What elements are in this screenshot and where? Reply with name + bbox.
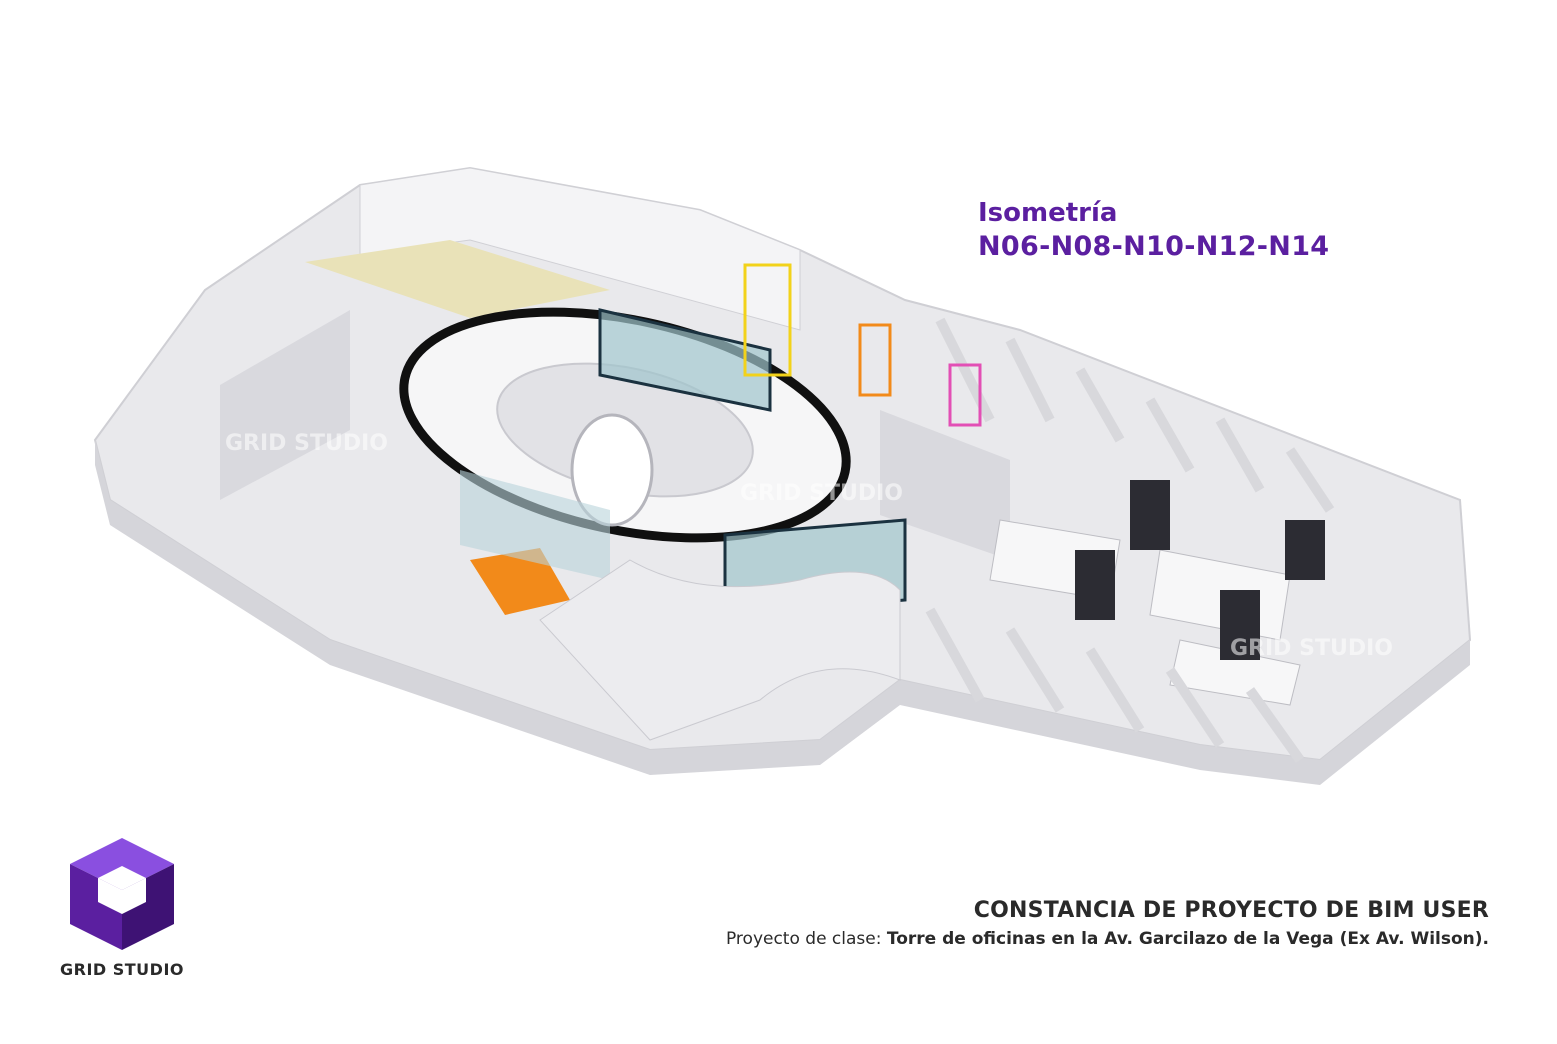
facade-fins <box>925 317 1335 763</box>
orange-shelf <box>858 323 892 397</box>
cube-logo-icon <box>58 834 186 954</box>
curved-wall <box>539 559 901 741</box>
footer-heading: CONSTANCIA DE PROYECTO DE BIM USER <box>973 898 1489 923</box>
pink-shelf <box>948 363 982 427</box>
slab-edge <box>95 440 1470 785</box>
project-name: Torre de oficinas en la Av. Garcilazo de… <box>886 929 1489 949</box>
brand-name: GRID STUDIO <box>59 960 185 979</box>
spiral-stair <box>570 413 654 527</box>
project-prefix: Proyecto de clase: <box>725 929 887 949</box>
footer-project-line: Proyecto de clase: Torre de oficinas en … <box>726 929 1489 949</box>
yellow-office-zone <box>305 240 610 318</box>
partition-walls <box>220 310 350 500</box>
partition-walls-2 <box>880 410 1010 560</box>
view-title-line1: Isometría <box>978 198 1118 228</box>
view-title-line2: N06-N08-N10-N12-N14 <box>978 231 1330 262</box>
watermark-1: GRID STUDIO <box>225 431 388 456</box>
glass-room-2 <box>460 470 610 580</box>
glass-room <box>598 308 772 412</box>
watermark-3: GRID STUDIO <box>1230 636 1393 661</box>
watermark-2: GRID STUDIO <box>740 481 903 506</box>
view-title: Isometría N06-N08-N10-N12-N14 <box>978 196 1329 264</box>
footer-caption: CONSTANCIA DE PROYECTO DE BIM USER Proye… <box>726 898 1489 949</box>
dark-panels <box>1075 480 1325 660</box>
yellow-shelf <box>743 263 792 377</box>
